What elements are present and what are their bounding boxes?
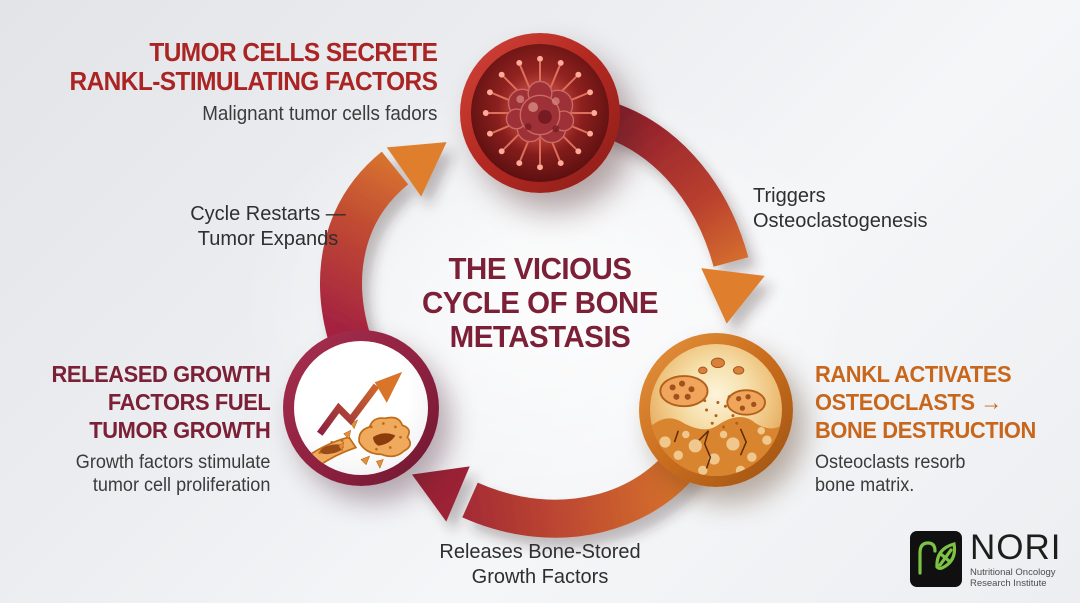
floating-cells [698, 357, 745, 375]
growth-subtitle-line1: Growth factors stimulate [75, 452, 270, 474]
growth-heading-line1: RELEASED GROWTH [51, 361, 270, 387]
tumor-heading-line2: RANKL-STIMULATING FACTORS [69, 65, 437, 96]
growth-heading: RELEASED GROWTH FACTORS FUEL TUMOR GROWT… [51, 360, 270, 444]
bone-cracks [673, 428, 747, 469]
growth-heading-line3: TUMOR GROWTH [88, 417, 271, 444]
releases-line2: Growth Factors [471, 566, 609, 588]
bone-fragment-art [306, 416, 411, 469]
osteoclast-heading: RANKL ACTIVATES OSTEOCLASTS → BONE DESTR… [815, 360, 1036, 444]
logo-tagline-line1: Nutritional Oncology [970, 567, 1056, 579]
resorption-particles [703, 395, 739, 429]
arrow-osteoclast-to-growth [411, 440, 706, 538]
tumor-subtitle: Malignant tumor cells fadors [201, 103, 437, 126]
center-title: THE VICIOUS CYCLE OF BONE METASTASIS [380, 251, 699, 355]
growth-chart-bone-illustration [294, 341, 428, 475]
nori-logo: NORI Nutritional Oncology Research Insti… [910, 528, 1062, 590]
osteoclast-bone-illustration [650, 344, 782, 476]
osteoclast-heading-line1: RANKL ACTIVATES [815, 361, 1012, 387]
cell-details [516, 95, 560, 133]
rising-trend-arrow [316, 371, 403, 436]
osteoclast-subtitle-line2: bone matrix. [815, 475, 915, 497]
osteoclast-text-block: RANKL ACTIVATES OSTEOCLASTS → BONE DESTR… [815, 360, 1036, 497]
ray-dots [482, 55, 598, 171]
triggers-line2: Osteoclastogenesis [753, 210, 928, 232]
tumor-cells-node [460, 33, 620, 193]
growth-node [283, 330, 439, 486]
logo-name: NORI [970, 528, 1062, 567]
logo-tagline-line2: Research Institute [970, 578, 1047, 590]
bone-matrix [650, 417, 782, 476]
triggers-line1: Triggers [753, 185, 826, 207]
tumor-cells-art [482, 55, 598, 171]
osteoclast-heading-line2: OSTEOCLASTS → [815, 389, 1002, 416]
center-title-line1: THE VICIOUS [448, 251, 632, 286]
releases-line1: Releases Bone-Stored [439, 541, 641, 563]
tumor-text-block: TUMOR CELLS SECRETE RANKL-STIMULATING FA… [69, 38, 437, 127]
arrow-growth-to-tumor [320, 142, 447, 347]
growth-subtitle: Growth factors stimulate tumor cell prol… [51, 451, 270, 497]
osteoclast-subtitle-line1: Osteoclasts resorb [815, 452, 966, 474]
osteoclast-subtitle: Osteoclasts resorb bone matrix. [815, 451, 1036, 497]
osteoclast-cells [659, 375, 766, 416]
center-title-line2: CYCLE OF BONE [422, 285, 658, 321]
triggers-label: Triggers Osteoclastogenesis [753, 184, 928, 234]
tumor-cells-illustration [471, 44, 609, 182]
growth-text-block: RELEASED GROWTH FACTORS FUEL TUMOR GROWT… [51, 360, 270, 497]
bone-pores [659, 426, 777, 476]
center-title-line3: METASTASIS [449, 319, 631, 355]
releases-label: Releases Bone-Stored Growth Factors [410, 540, 670, 590]
restarts-label: Cycle Restarts — Tumor Expands [168, 202, 368, 252]
restarts-line1: Cycle Restarts — [190, 203, 346, 225]
tumor-heading: TUMOR CELLS SECRETE RANKL-STIMULATING FA… [69, 38, 437, 95]
growth-heading-line2: FACTORS FUEL [107, 389, 270, 416]
tumor-heading-line1: TUMOR CELLS SECRETE [148, 37, 438, 67]
logo-tagline: Nutritional Oncology Research Institute [970, 567, 1062, 589]
restarts-line2: Tumor Expands [197, 228, 339, 250]
osteoclast-node [639, 333, 793, 487]
leaf-monogram-icon [910, 531, 962, 587]
osteoclast-art [650, 357, 782, 476]
bone-shards [338, 419, 384, 469]
growth-art [306, 371, 411, 469]
logo-text: NORI Nutritional Oncology Research Insti… [970, 528, 1062, 590]
osteoclast-heading-line3: BONE DESTRUCTION [815, 417, 1036, 444]
growth-subtitle-line2: tumor cell proliferation [92, 475, 270, 497]
arrow-tumor-to-osteoclast [597, 100, 765, 324]
